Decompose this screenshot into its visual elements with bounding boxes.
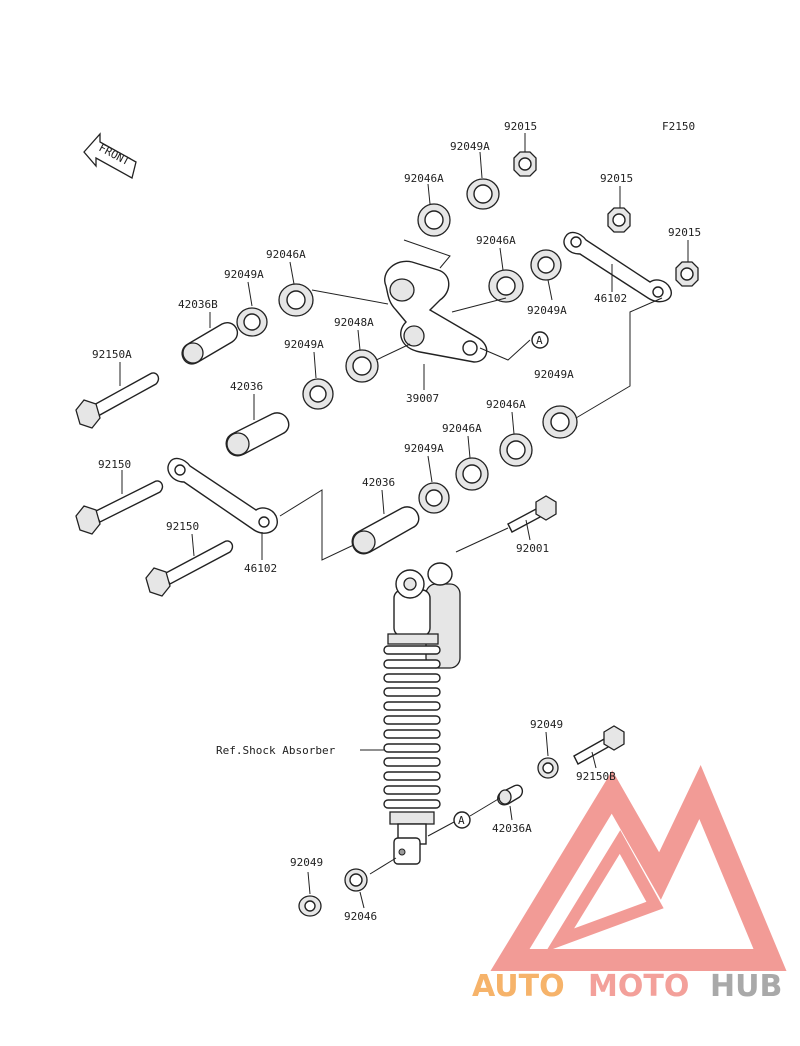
label-92049-bottom: 92049 — [290, 856, 323, 869]
label-92049A-top: 92049A — [450, 140, 490, 153]
bearing-92046A-top — [417, 203, 451, 237]
label-92001: 92001 — [516, 542, 549, 555]
bolt-92150-lower — [145, 540, 234, 597]
collar-42036-upper — [225, 412, 290, 457]
bearing-92046A-left — [278, 283, 314, 317]
shock-absorber — [383, 562, 461, 865]
label-46102-lower: 46102 — [244, 562, 277, 575]
collar-42036B — [181, 322, 238, 365]
figure-code: F2150 — [662, 120, 695, 133]
collar-42036-lower — [351, 506, 420, 555]
bearing-92046A-mid — [488, 269, 524, 303]
bolt-92150-upper — [75, 480, 164, 535]
label-92150-lower: 92150 — [166, 520, 199, 533]
seal-92049A-mid-right — [530, 249, 562, 281]
rocker-arm-39007 — [384, 260, 488, 363]
bolt-92001 — [507, 495, 557, 533]
bearing-92046A-lower-right — [499, 433, 533, 467]
reference-shock-absorber-label: Ref.Shock Absorber — [216, 744, 336, 757]
seal-92049A-lower — [418, 482, 450, 514]
bolt-92150A — [75, 372, 160, 429]
label-92046-bottom: 92046 — [344, 910, 377, 923]
label-42036-upper: 42036 — [230, 380, 263, 393]
link-46102-upper — [563, 231, 672, 303]
label-92049A-right: 92049A — [534, 368, 574, 381]
label-92049A-mid-right: 92049A — [527, 304, 567, 317]
watermark-logo — [490, 765, 787, 971]
watermark-hub: HUB — [710, 969, 782, 1004]
seal-92049-right — [537, 757, 559, 779]
label-92150-upper: 92150 — [98, 458, 131, 471]
seal-92049A-top — [466, 178, 500, 210]
label-92048A: 92048A — [334, 316, 374, 329]
label-92015-link-a: 92015 — [600, 172, 633, 185]
watermark-moto: MOTO — [588, 969, 689, 1004]
bearing-92048A — [345, 349, 379, 383]
seal-92049-bottom — [298, 895, 322, 917]
label-46102-upper: 46102 — [594, 292, 627, 305]
reference-marker-a-upper: A — [531, 331, 549, 349]
bolt-92150B — [573, 725, 625, 765]
seal-92049A-left2 — [302, 378, 334, 410]
seal-92049A-left — [236, 307, 268, 337]
label-92150A: 92150A — [92, 348, 132, 361]
reference-marker-a-upper-text: A — [536, 334, 543, 347]
nut-92015-link-a — [607, 207, 631, 233]
bearing-92046-bottom — [344, 868, 368, 892]
label-42036B: 42036B — [178, 298, 218, 311]
label-92049A-lower: 92049A — [404, 442, 444, 455]
nut-92015-link-b — [675, 261, 699, 287]
reference-marker-a-lower-text: A — [458, 814, 465, 827]
label-92046A-top: 92046A — [404, 172, 444, 185]
bearing-92046A-lower — [455, 457, 489, 491]
label-39007: 39007 — [406, 392, 439, 405]
label-92046A-lower: 92046A — [442, 422, 482, 435]
shock-spring — [383, 645, 441, 809]
label-42036-lower: 42036 — [362, 476, 395, 489]
collar-42036A — [497, 784, 524, 806]
front-direction-icon: FRONT — [83, 132, 137, 179]
label-92046A-lower-right: 92046A — [486, 398, 526, 411]
watermark-auto: AUTO — [472, 969, 565, 1004]
label-92049-right: 92049 — [530, 718, 563, 731]
nut-92015-top — [513, 151, 537, 177]
label-42036A: 42036A — [492, 822, 532, 835]
watermark-text: AUTO MOTO HUB — [472, 969, 782, 1004]
label-92015-top: 92015 — [504, 120, 537, 133]
label-92015-link-b: 92015 — [668, 226, 701, 239]
link-46102-lower — [167, 457, 278, 534]
label-92046A-left: 92046A — [266, 248, 306, 261]
label-92046A-mid: 92046A — [476, 234, 516, 247]
seal-ring-lower-right — [542, 405, 578, 439]
label-92049A-left: 92049A — [224, 268, 264, 281]
label-92049A-left2: 92049A — [284, 338, 324, 351]
label-92150B: 92150B — [576, 770, 616, 783]
reference-marker-a-lower: A — [453, 811, 471, 829]
